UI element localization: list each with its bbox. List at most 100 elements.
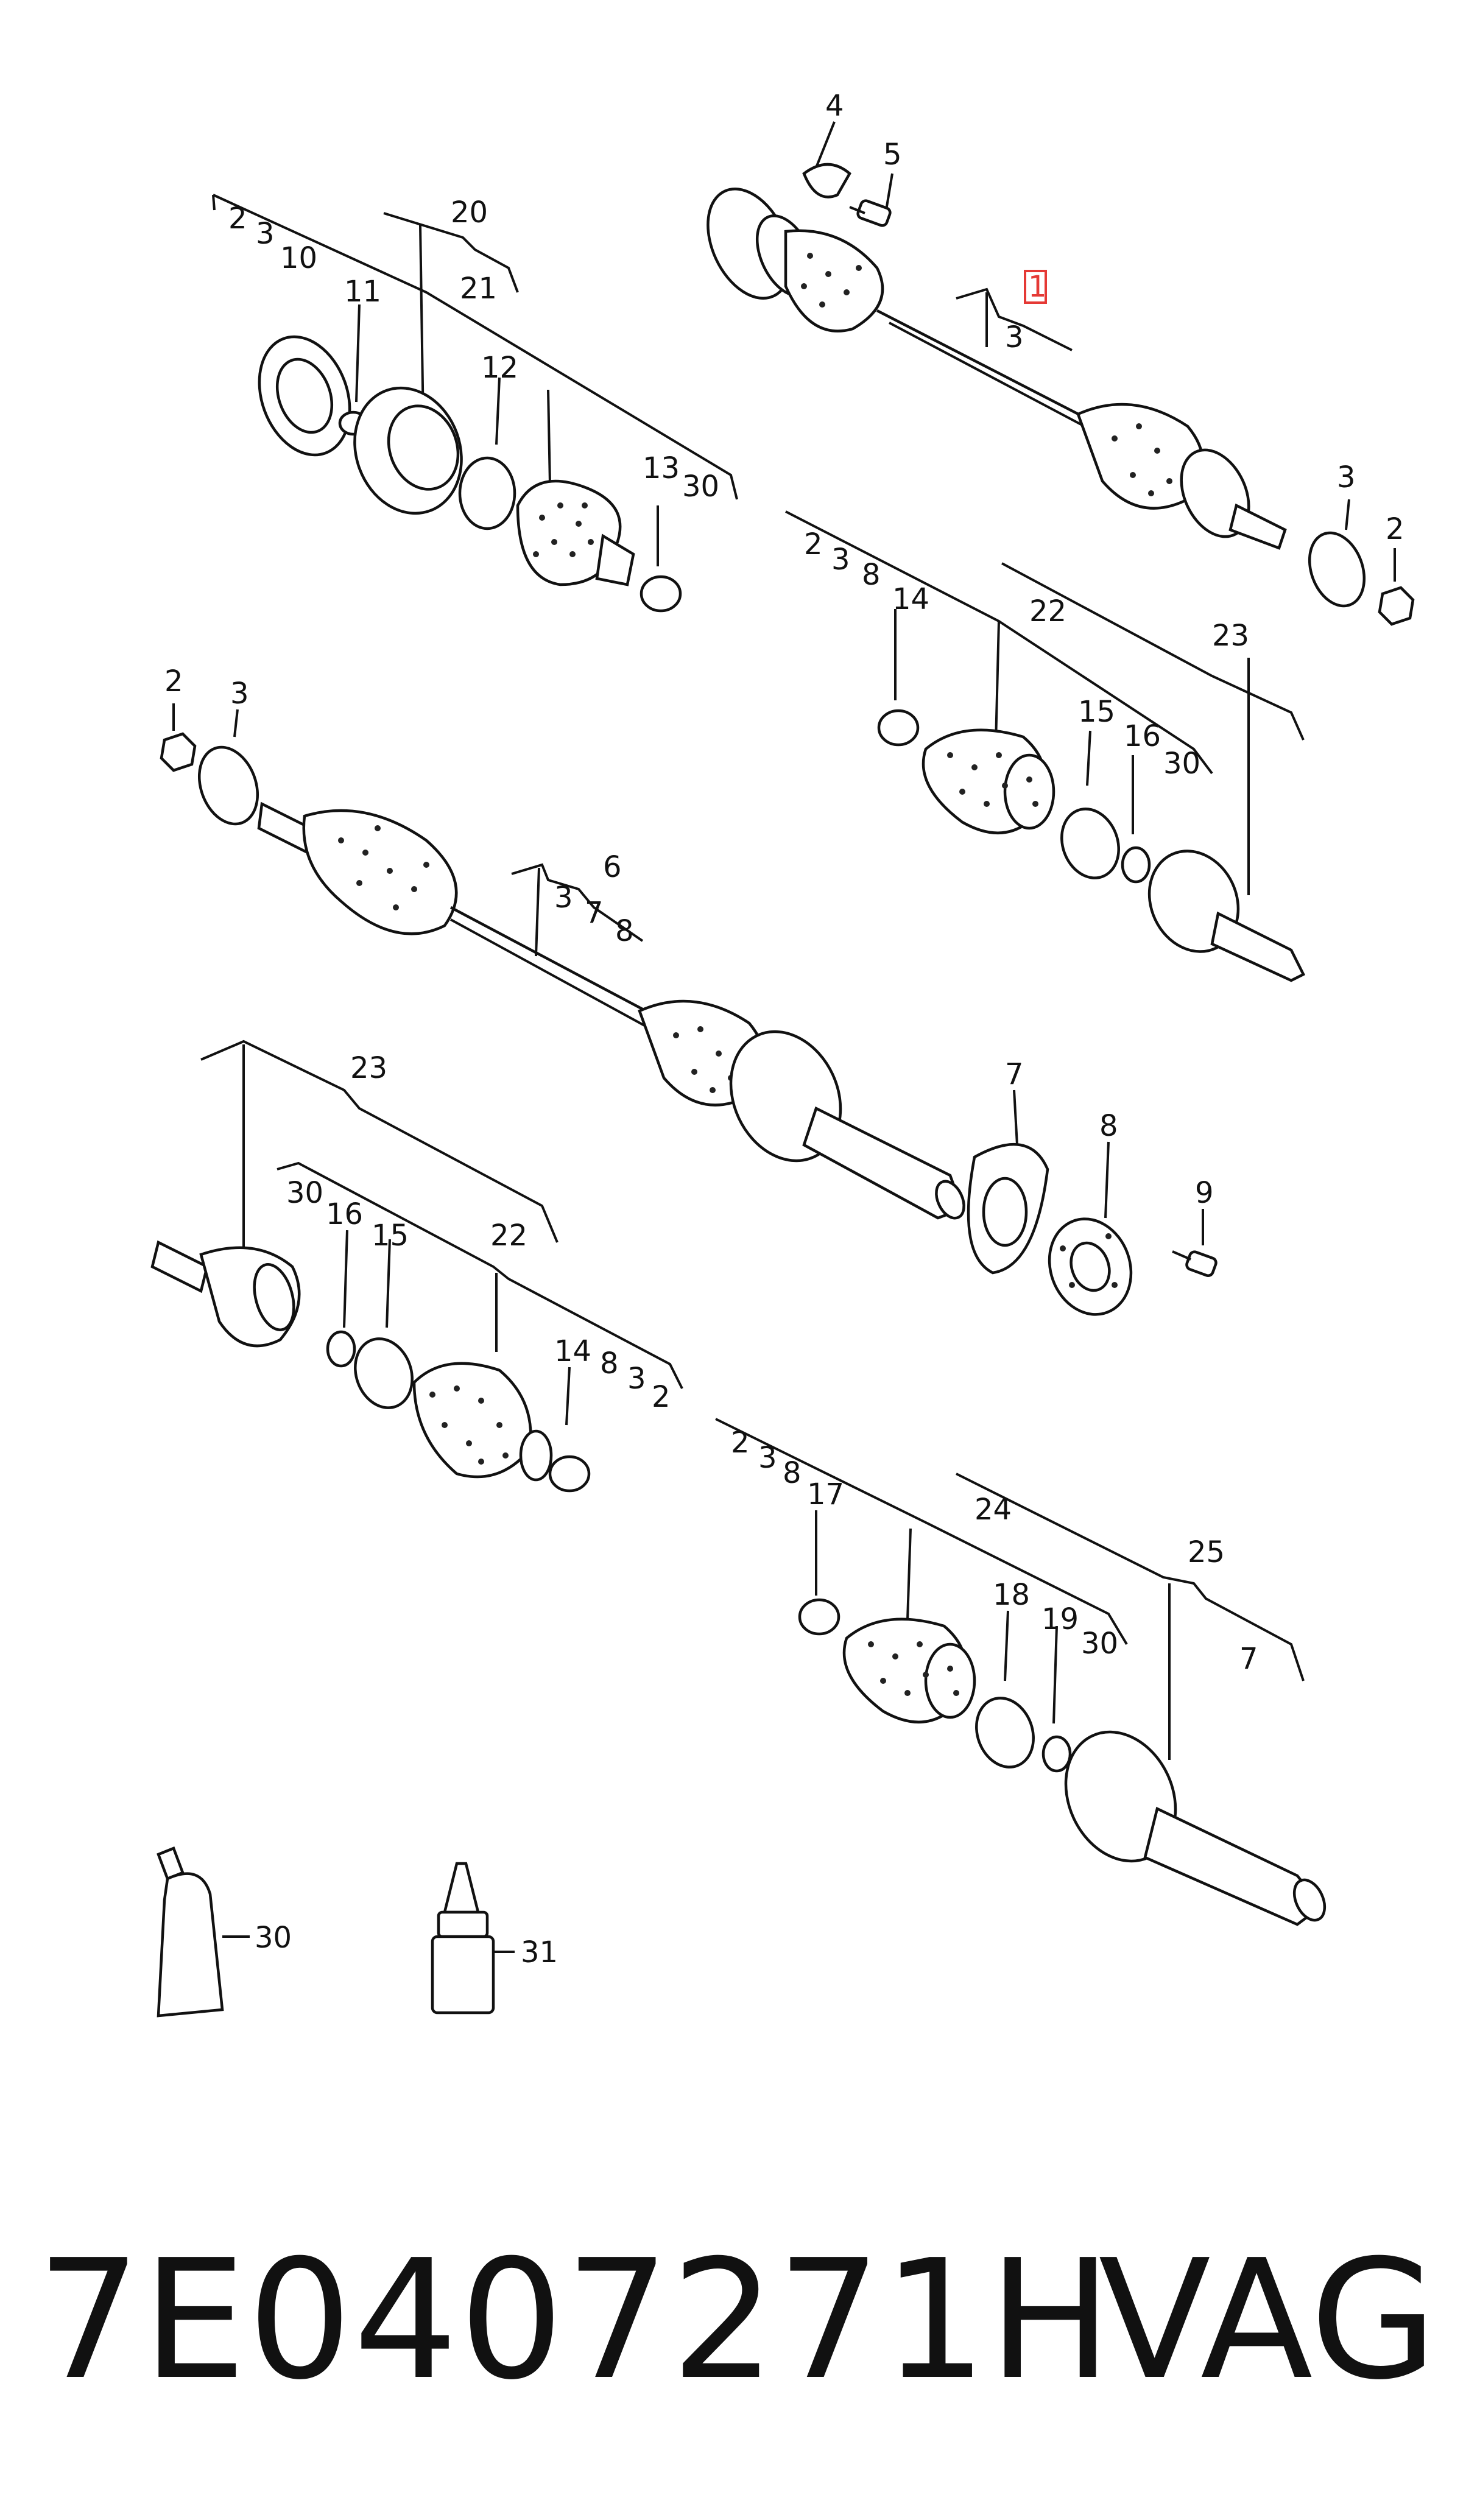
group-b-drive-shaft: 4 5 1 3 3 2 — [707, 89, 1415, 626]
group-c-outer-joint-kit: 2 3 8 14 22 23 15 16 30 — [785, 510, 1306, 982]
hex-nut-part — [1378, 586, 1415, 626]
callout-11: 11 — [344, 275, 381, 309]
inner-boot-part — [1076, 403, 1287, 550]
callout-23: 23 — [350, 1051, 387, 1085]
callout-9: 9 — [1195, 1176, 1214, 1210]
callout-19: 19 — [1041, 1602, 1079, 1636]
callout-8: 8 — [1099, 1109, 1118, 1143]
callout-2: 2 — [731, 1426, 750, 1460]
inner-joint-part — [1064, 1730, 1327, 1926]
callout-17: 17 — [807, 1477, 844, 1512]
callout-30: 30 — [286, 1176, 323, 1210]
callout-2: 2 — [164, 664, 183, 699]
group-a-inner-joint-kit: 2 3 10 11 20 21 12 13 30 — [212, 194, 738, 613]
callout-30: 30 — [255, 1921, 292, 1955]
boot-part — [412, 1362, 553, 1482]
callout-30: 30 — [1081, 1627, 1118, 1661]
bolt-part — [849, 199, 892, 227]
callout-3: 3 — [1337, 460, 1356, 494]
callout-3: 3 — [256, 217, 275, 251]
callout-16: 16 — [326, 1197, 363, 1231]
callout-8: 8 — [600, 1346, 619, 1381]
callout-18: 18 — [993, 1578, 1030, 1612]
clamp-part — [1060, 808, 1120, 879]
callout-4: 4 — [825, 89, 844, 123]
callout-14: 14 — [554, 1334, 591, 1368]
callout-14: 14 — [892, 582, 929, 616]
bolt-part — [1172, 1250, 1218, 1277]
callout-12: 12 — [481, 351, 518, 385]
clamp-small-part — [640, 575, 682, 613]
callout-6: 6 — [603, 850, 622, 884]
callout-2: 2 — [228, 202, 247, 236]
locking-plate-part — [802, 163, 851, 199]
shaft-bar — [449, 906, 653, 1015]
callout-7: 7 — [1239, 1642, 1258, 1676]
inner-joint-part — [729, 1030, 965, 1220]
callout-8: 8 — [862, 558, 881, 592]
gasket-part — [967, 1143, 1049, 1275]
callout-22: 22 — [490, 1219, 527, 1253]
part-number: 7E0407271H — [37, 2224, 1113, 2416]
callout-3: 3 — [230, 677, 249, 711]
cv-joint-part — [1147, 850, 1306, 982]
callout-2: 2 — [1386, 512, 1404, 546]
callout-21: 21 — [460, 272, 497, 306]
circlip-part — [1041, 1735, 1072, 1773]
clamp-part — [354, 1337, 414, 1409]
callout-8: 8 — [783, 1456, 802, 1490]
shaft-bar — [876, 309, 1091, 422]
sealant-bottle-part — [431, 1862, 515, 2015]
callout-3: 3 — [758, 1441, 777, 1475]
callout-10: 10 — [280, 241, 317, 275]
callout-31: 31 — [521, 1935, 558, 1969]
callout-23: 23 — [1212, 619, 1249, 653]
group-d-drive-shaft: 2 3 6 3 7 8 7 8 9 — [160, 664, 1218, 1316]
callout-3: 3 — [1005, 320, 1024, 354]
outer-cv-joint-part — [257, 801, 458, 935]
callout-16: 16 — [1124, 719, 1161, 753]
circlip-part — [326, 1330, 356, 1368]
callout-30: 30 — [682, 470, 719, 504]
callout-15: 15 — [1078, 695, 1115, 729]
brand-name: VAG — [1098, 2224, 1437, 2416]
clamp-small-part — [877, 709, 920, 747]
boot-part — [842, 1617, 976, 1723]
boot-part — [922, 728, 1055, 834]
callout-3: 3 — [554, 881, 573, 915]
clamp-part — [975, 1697, 1035, 1769]
callout-24: 24 — [974, 1493, 1012, 1527]
group-g-consumables: 30 31 — [157, 1846, 558, 2018]
callout-1-highlighted: 1 — [1028, 270, 1047, 304]
callout-5: 5 — [883, 138, 902, 172]
footer: 7E0407271H VAG — [37, 2229, 1437, 2412]
callout-8: 8 — [615, 914, 634, 948]
callout-22: 22 — [1029, 594, 1066, 628]
hex-nut-part — [160, 732, 197, 772]
shim-ring-part — [197, 745, 259, 826]
clamp-part — [458, 456, 516, 530]
group-e-outer-joint-kit: 23 30 16 15 22 14 8 3 2 — [150, 1040, 683, 1493]
clamp-small-part — [548, 1455, 591, 1493]
callout-3: 3 — [831, 543, 850, 577]
cv-joint-part — [150, 1240, 301, 1348]
callout-13: 13 — [643, 451, 680, 485]
callout-20: 20 — [451, 195, 488, 230]
clamp-small-part — [798, 1598, 840, 1636]
group-f-inner-joint-kit: 2 3 8 17 24 25 18 19 30 7 — [715, 1418, 1327, 1926]
callout-25: 25 — [1188, 1535, 1225, 1569]
highlight-box — [1024, 270, 1047, 304]
grease-tube-part — [157, 1846, 250, 2018]
shim-ring-part — [1308, 531, 1366, 608]
boot-part — [516, 479, 635, 586]
outer-cv-joint-part — [707, 187, 884, 333]
inner-joint-part — [353, 386, 463, 515]
circlip-part — [1121, 846, 1151, 884]
callout-3: 3 — [627, 1362, 646, 1396]
callout-30: 30 — [1163, 747, 1200, 781]
callout-7: 7 — [1005, 1057, 1024, 1091]
callout-2: 2 — [804, 527, 823, 561]
flange-part — [258, 335, 351, 457]
callout-15: 15 — [372, 1219, 409, 1253]
